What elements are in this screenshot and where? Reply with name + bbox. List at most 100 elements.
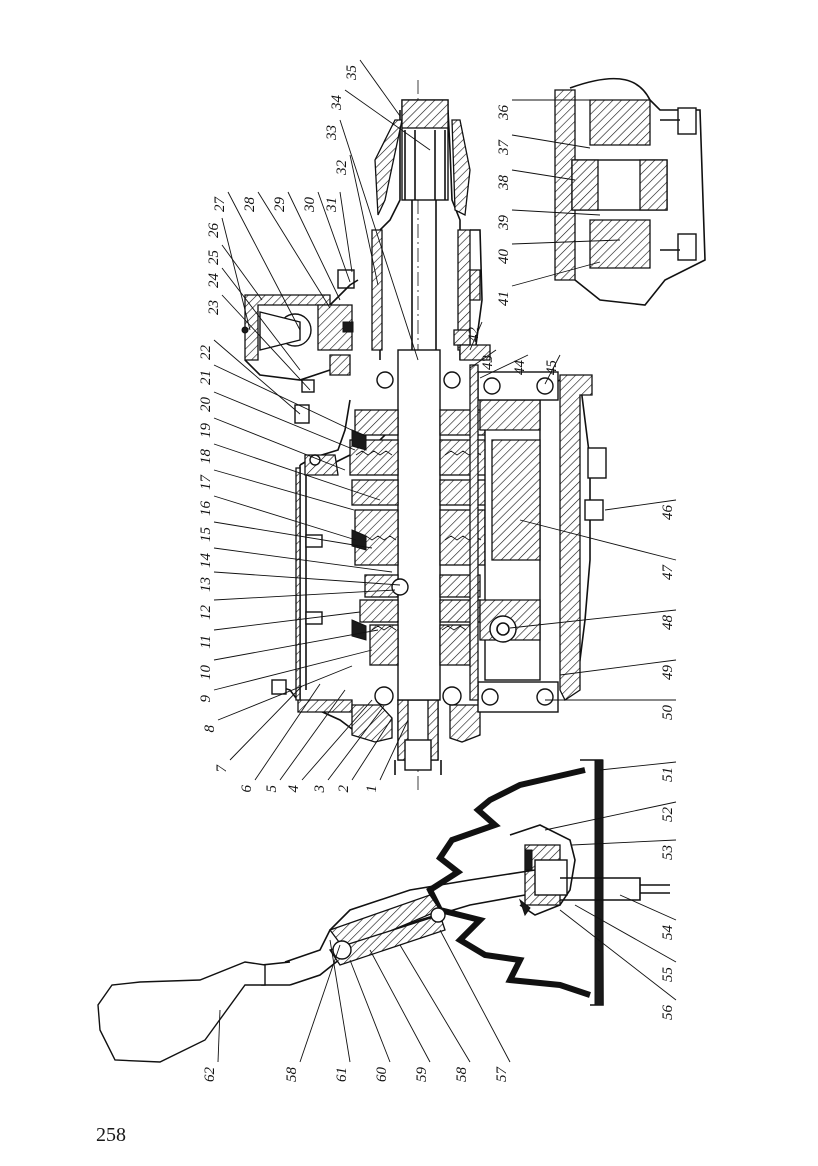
inset-bolt-bottom [678, 234, 696, 260]
main-shaft [398, 350, 440, 700]
callout-label: 55 [660, 967, 676, 983]
callout-label: 6 [239, 785, 255, 793]
callout-leader-58 [300, 945, 340, 1062]
callout-leader-7 [230, 686, 302, 760]
callout-label: 58 [284, 1067, 300, 1083]
callout-label: 34 [329, 95, 345, 112]
callout-label: 48 [660, 615, 676, 631]
rear-seal-housing-right [452, 120, 470, 215]
callout-label: 4 [286, 785, 302, 793]
callout-label: 13 [198, 577, 214, 592]
callout-leader-59 [370, 950, 430, 1062]
callout-label: 51 [660, 767, 676, 782]
gearbox-main-section [242, 80, 606, 790]
callout-label: 32 [334, 160, 350, 177]
callout-leader-17 [214, 470, 354, 510]
inset-bearing-2 [590, 220, 650, 268]
front-bearing-ball-right [443, 687, 461, 705]
tower-bolt [295, 405, 309, 423]
callout-label: 3 [312, 785, 328, 794]
gear-1-right [440, 625, 470, 665]
drain-plug [585, 500, 603, 520]
callout-leader-56 [560, 910, 676, 1000]
callout-leader-35 [360, 60, 400, 116]
inset-bearing-1 [590, 100, 650, 145]
callout-label: 7 [214, 764, 230, 773]
callout-label: 17 [198, 474, 214, 491]
callout-label: 27 [212, 196, 228, 213]
callout-label: 14 [198, 553, 214, 569]
callout-label: 59 [414, 1067, 430, 1083]
page-number: 258 [96, 1124, 126, 1147]
callout-label: 15 [198, 527, 214, 543]
callout-label: 41 [496, 291, 512, 306]
callout-label: 33 [324, 125, 340, 141]
callout-label: 18 [198, 449, 214, 465]
callout-leader-58 [400, 945, 470, 1062]
callout-label: 42 [466, 327, 482, 343]
callout-leader-37 [512, 135, 590, 148]
front-bearing-ball-left [375, 687, 393, 705]
callout-label: 11 [198, 635, 214, 649]
cover-rib-bottom [298, 700, 352, 712]
callout-label: 60 [374, 1067, 390, 1083]
callout-leader-15 [214, 522, 372, 548]
callout-label: 8 [202, 725, 218, 733]
callout-leader-28 [258, 192, 330, 308]
callout-leader-11 [214, 612, 360, 630]
callout-label: 39 [496, 215, 512, 232]
callout-label: 36 [496, 105, 512, 122]
callout-label: 30 [302, 197, 318, 214]
callout-leader-47 [520, 520, 676, 560]
callout-label: 52 [660, 807, 676, 823]
callout-label: 50 [660, 705, 676, 721]
callout-label: 54 [660, 925, 676, 941]
gear-knob [98, 962, 265, 1062]
callout-label: 26 [206, 223, 222, 239]
callout-label: 58 [454, 1067, 470, 1083]
callout-label: 45 [544, 360, 560, 376]
callout-label: 24 [206, 273, 222, 289]
callout-label: 25 [206, 250, 222, 266]
input-shaft-end [405, 740, 431, 770]
callout-label: 19 [198, 423, 214, 439]
callout-label: 46 [660, 505, 676, 521]
callout-label: 43 [480, 355, 496, 370]
front-cover-left [352, 705, 392, 742]
callout-leader-27 [228, 192, 300, 330]
callout-leader-25 [222, 245, 262, 300]
callout-label: 56 [660, 1005, 676, 1021]
front-cover-right [450, 705, 480, 742]
countershaft-gear-block [492, 440, 540, 560]
callout-label: 47 [660, 564, 676, 581]
callout-label: 38 [496, 175, 512, 192]
detent-ball [392, 579, 408, 595]
output-shaft [412, 200, 436, 350]
callout-label: 28 [242, 197, 258, 213]
callout-label: 12 [198, 605, 214, 621]
callout-label: 22 [198, 345, 214, 361]
callout-label: 2 [336, 785, 352, 793]
cover-plate-hatch [296, 468, 300, 700]
callout-leader-19 [214, 418, 345, 470]
callout-label: 62 [202, 1067, 218, 1083]
callout-label: 40 [496, 249, 512, 265]
rear-bearing-ball-left [377, 372, 393, 388]
callout-label: 10 [198, 665, 214, 681]
callout-label: 61 [334, 1067, 350, 1082]
callout-label: 37 [496, 139, 512, 157]
callout-label: 9 [198, 695, 214, 703]
callout-leader-6 [255, 684, 320, 780]
callout-label: 1 [364, 785, 380, 793]
extension-housing [372, 100, 490, 360]
reverse-idler-bolt [490, 616, 516, 642]
callout-label: 20 [198, 397, 214, 413]
callout-label: 23 [206, 300, 222, 315]
callout-label: 57 [494, 1066, 510, 1083]
callout-label: 29 [272, 197, 288, 213]
callout-label: 21 [198, 370, 214, 385]
inset-bolt-top [678, 108, 696, 134]
callout-label: 44 [512, 360, 528, 376]
